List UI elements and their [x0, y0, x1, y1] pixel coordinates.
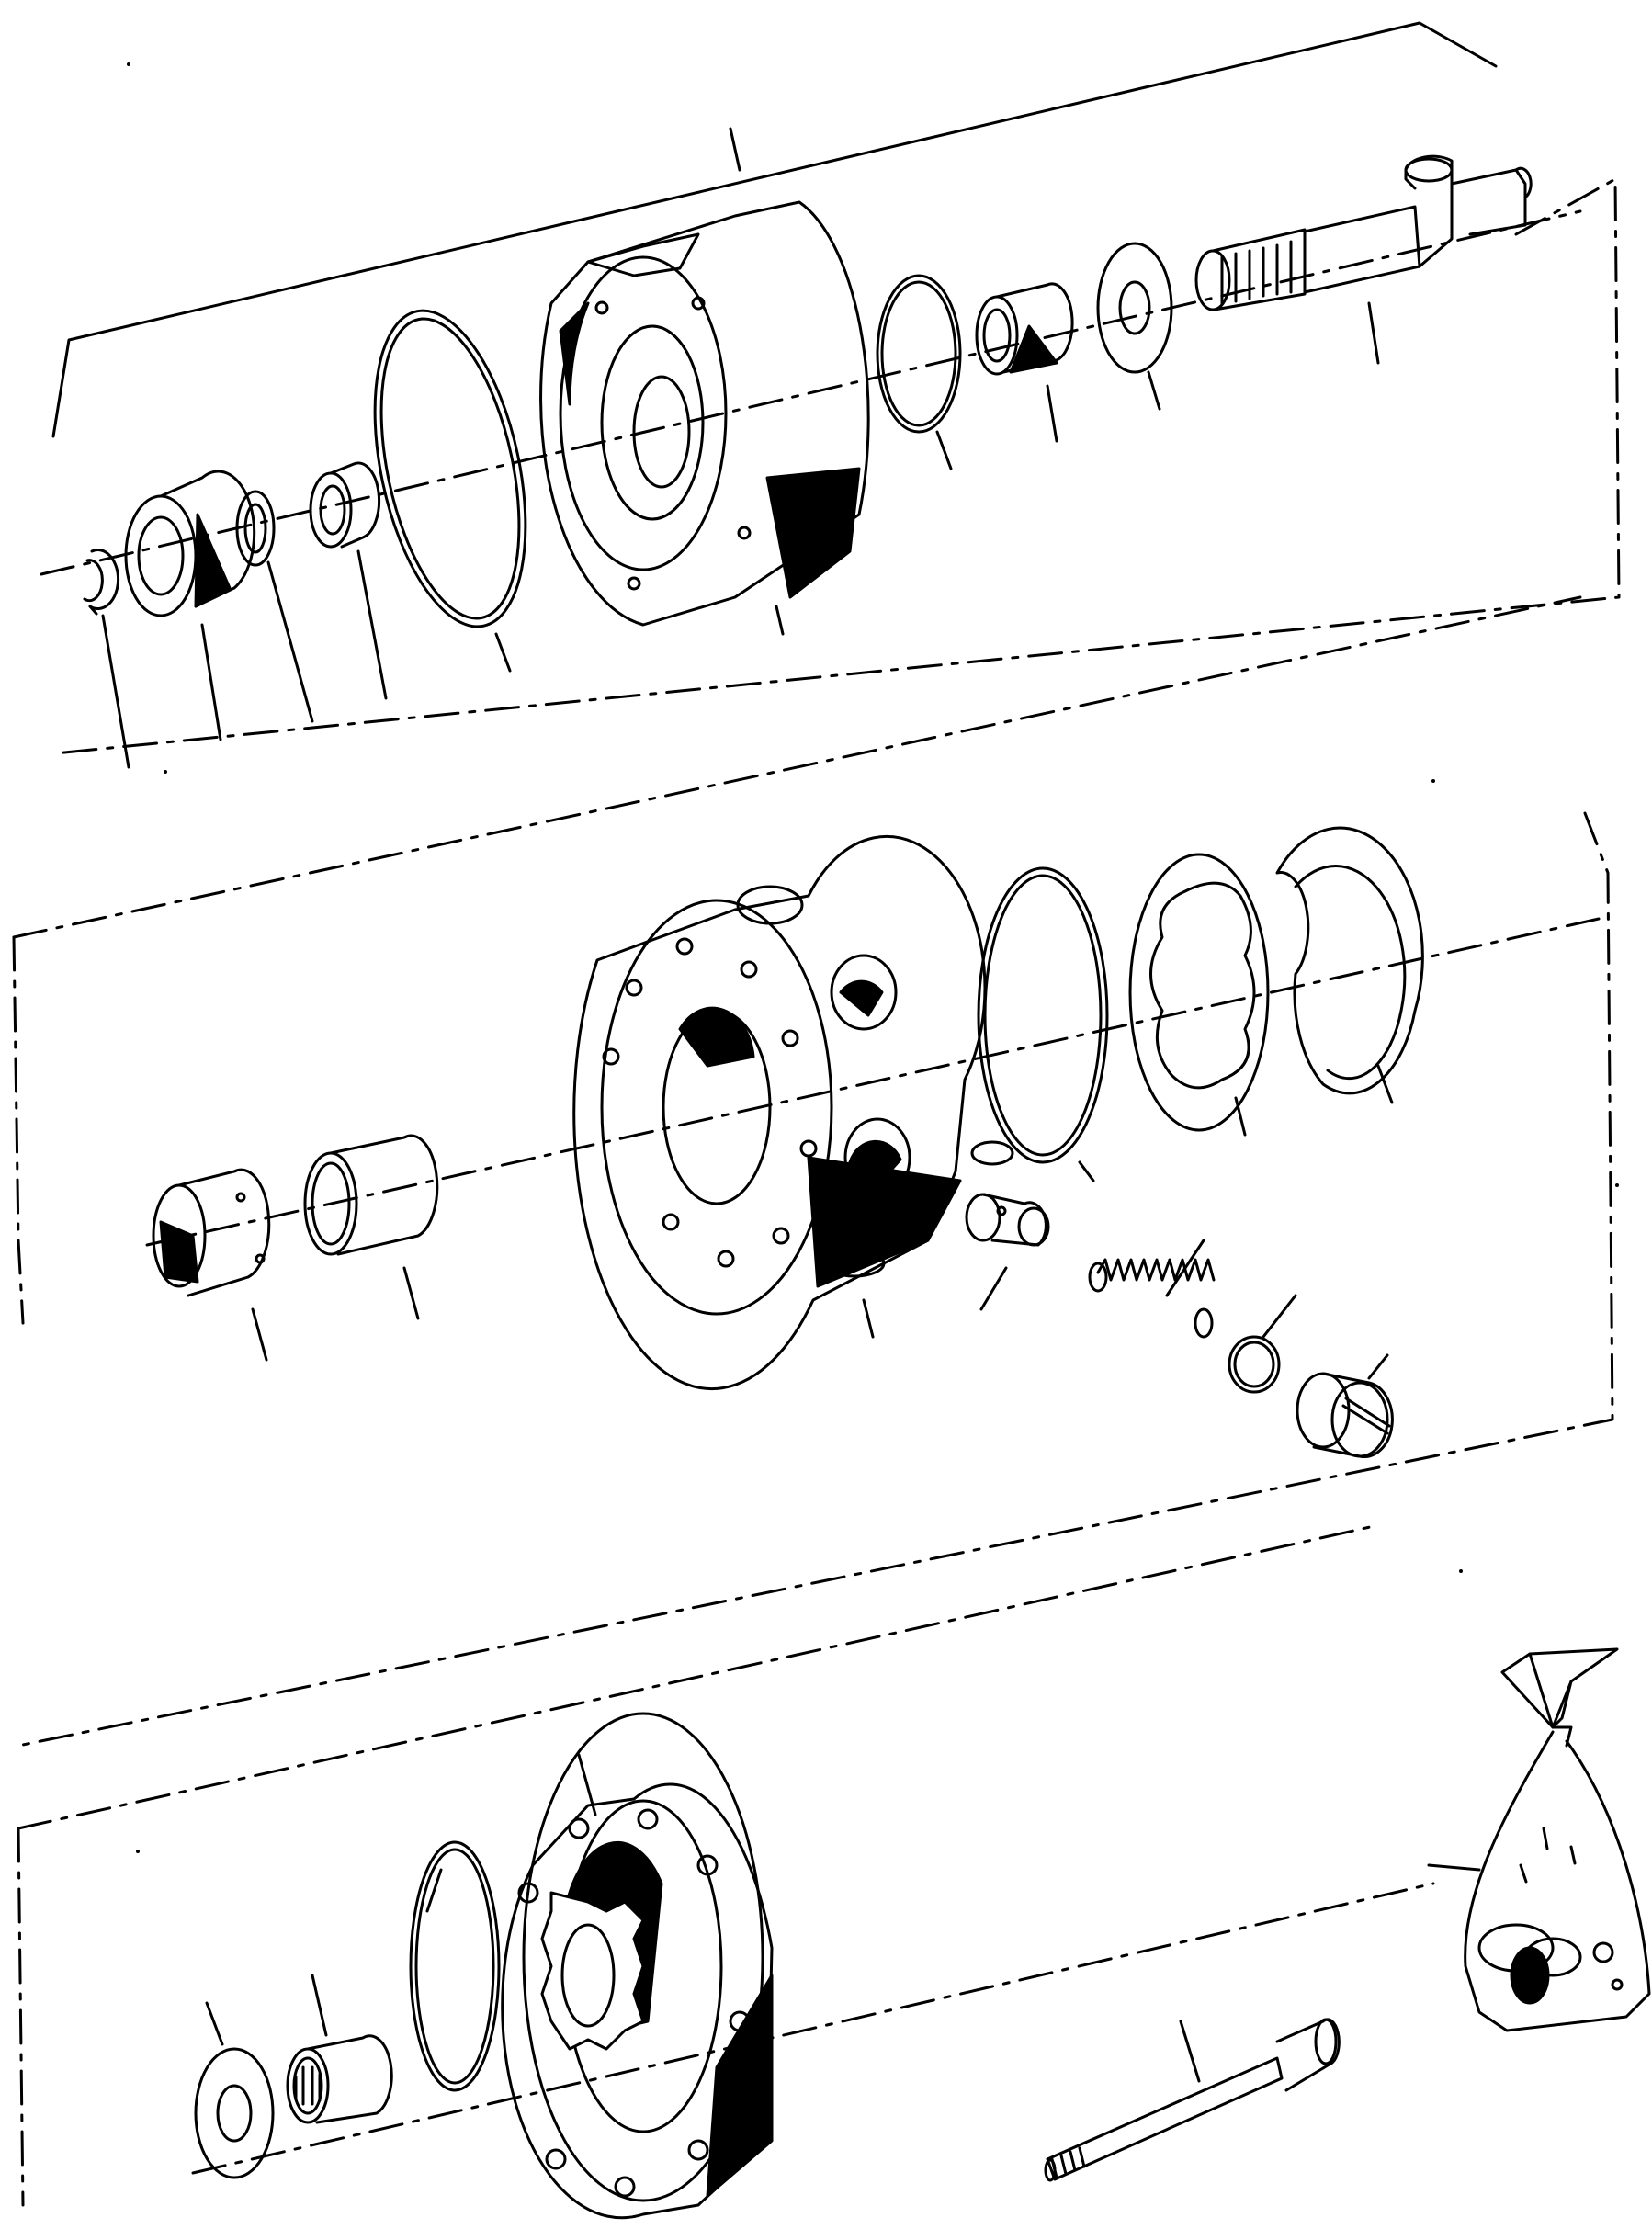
group-frame-valve-body	[12, 595, 1614, 1748]
washer	[235, 490, 314, 723]
o-ring-medium	[876, 274, 962, 470]
spring	[1088, 1239, 1216, 1339]
front-housing	[539, 200, 870, 636]
snap-ring	[83, 549, 130, 769]
o-ring-small	[1228, 1294, 1297, 1394]
speckles	[127, 62, 1619, 1853]
cap-screw	[1044, 2018, 1341, 2182]
o-ring-large	[373, 309, 527, 673]
o-ring-valve-group	[977, 866, 1109, 1182]
group-frame-shaft-housing	[40, 21, 1621, 755]
group-frame-end-cover	[17, 1523, 1435, 2207]
gasket	[1128, 853, 1270, 1137]
plug	[1296, 1353, 1394, 1459]
flat-washer	[194, 2001, 275, 2179]
end-cover	[501, 1712, 774, 2220]
needle-bearing-right	[975, 282, 1074, 443]
seal-kit-bag	[1427, 1647, 1651, 2032]
o-ring-end	[409, 1840, 501, 2092]
bushing-left	[152, 1168, 271, 1362]
drive-shaft	[1194, 154, 1533, 365]
needle-bearing-end	[286, 1974, 393, 2124]
valve-body	[572, 834, 1014, 1391]
thrust-washer	[1096, 242, 1173, 411]
relief-valve-piston	[965, 1193, 1050, 1311]
ball-bearing	[124, 470, 256, 741]
needle-bearing-small	[309, 461, 388, 700]
seal	[1275, 826, 1424, 1104]
bushing-right	[303, 1134, 439, 1320]
